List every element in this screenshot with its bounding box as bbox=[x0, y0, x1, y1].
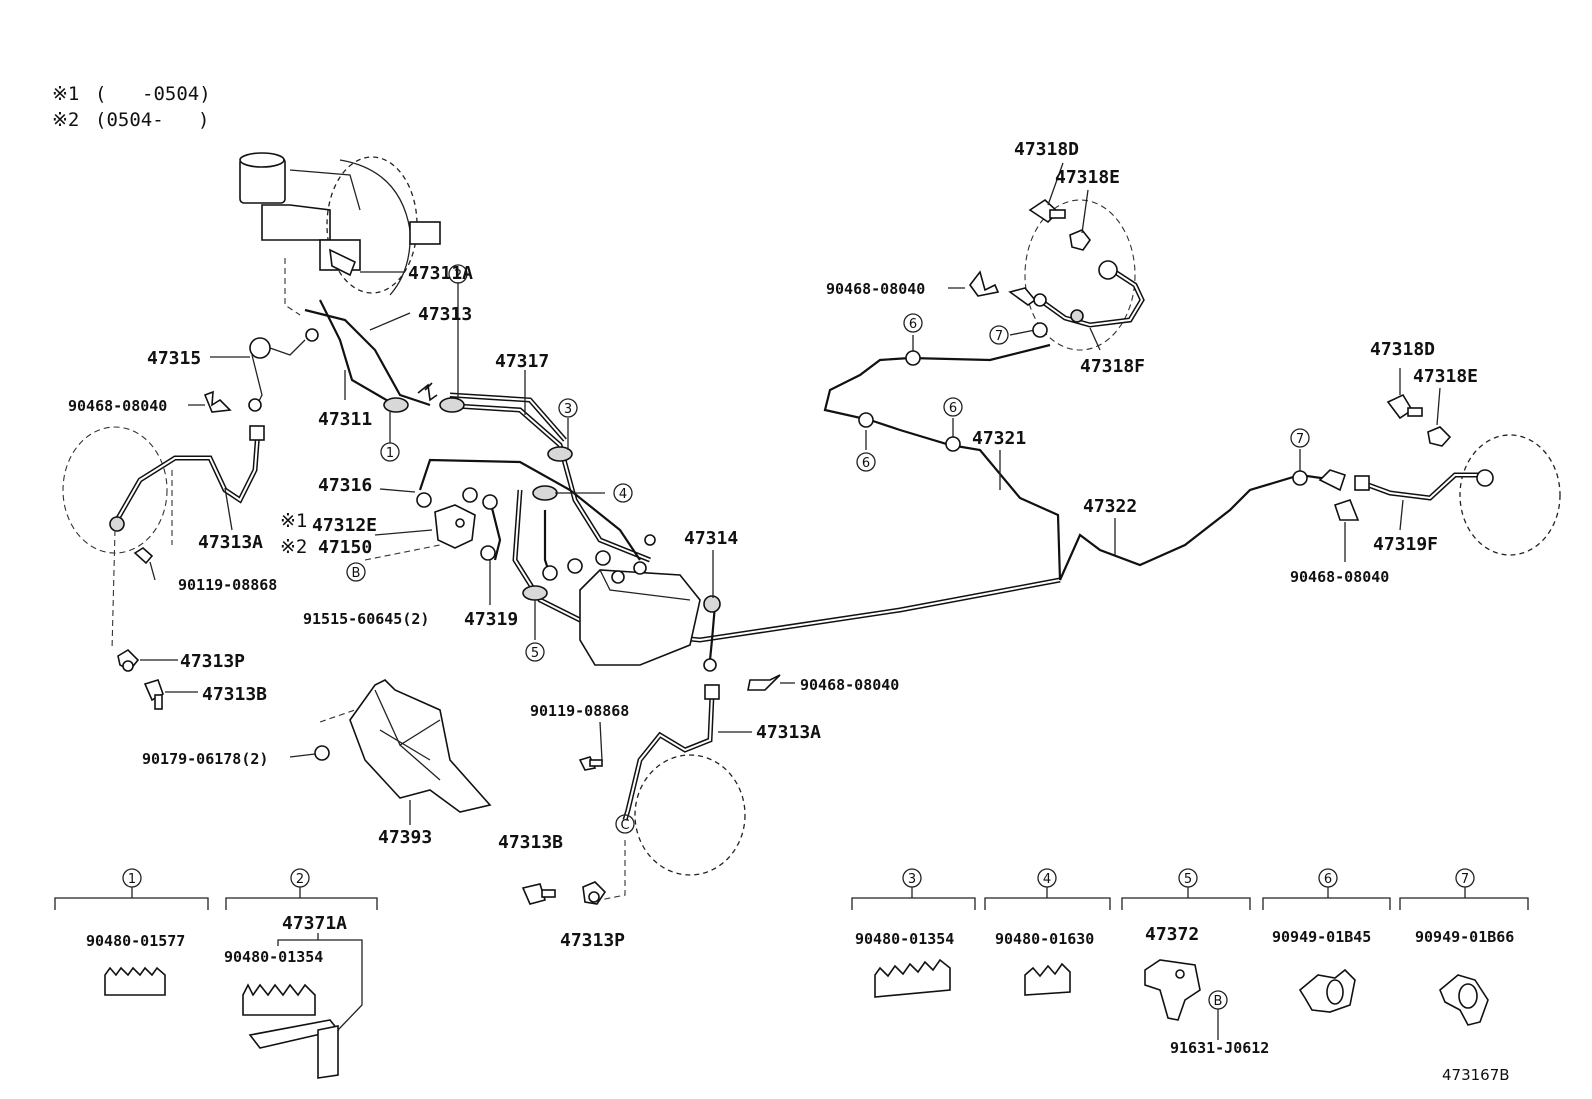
legend-ref-4: 4 bbox=[1043, 872, 1051, 887]
legend-item-7: 7 90949-01B66 bbox=[1399, 868, 1529, 1026]
label-47319F: 47319F bbox=[1373, 534, 1438, 555]
rear-right-hose bbox=[1318, 393, 1561, 556]
legend-extra-part-5: 91631-J0612 bbox=[1170, 1039, 1269, 1057]
legend-part-3: 90480-01354 bbox=[855, 930, 954, 948]
circle-ref-c: C bbox=[620, 818, 629, 833]
label-90468-08040-upper: 90468-08040 bbox=[826, 280, 925, 298]
legend-part-2: 90480-01354 bbox=[224, 948, 323, 966]
legend-part-1: 90480-01577 bbox=[86, 932, 185, 950]
label-47311A: 47311A bbox=[408, 263, 473, 284]
label-47313B-front: 47313B bbox=[202, 684, 267, 705]
label-47150-mark: ※2 bbox=[280, 536, 307, 558]
legend-sub-5: 47372 bbox=[1145, 924, 1199, 945]
label-47313P-mid: 47313P bbox=[560, 930, 625, 951]
rear-upper-hose bbox=[969, 198, 1145, 351]
legend-part-6: 90949-01B45 bbox=[1272, 928, 1371, 946]
label-47313: 47313 bbox=[418, 304, 472, 325]
clamp-legend: 1 90480-01577 2 47371A 90480-01354 3 904… bbox=[54, 868, 1529, 1079]
label-47313P-front: 47313P bbox=[180, 651, 245, 672]
label-47321: 47321 bbox=[972, 428, 1026, 449]
legend-item-3: 3 90480-01354 bbox=[851, 868, 976, 998]
label-47318E-upper: 47318E bbox=[1055, 167, 1120, 188]
circle-ref-7a: 7 bbox=[995, 329, 1003, 344]
label-47316: 47316 bbox=[318, 475, 372, 496]
leader-lines bbox=[140, 162, 1441, 825]
label-47322: 47322 bbox=[1083, 496, 1137, 517]
legend-item-2: 2 47371A 90480-01354 bbox=[224, 868, 378, 1079]
label-47150: 47150 bbox=[318, 537, 372, 558]
label-47312E-mark: ※1 bbox=[280, 510, 307, 532]
label-47312E: 47312E bbox=[312, 515, 377, 536]
note-1-open: ( bbox=[95, 83, 106, 105]
label-47318D-rear: 47318D bbox=[1370, 339, 1435, 360]
label-90119-08868-front: 90119-08868 bbox=[178, 576, 277, 594]
label-47317: 47317 bbox=[495, 351, 549, 372]
circle-ref-1: 1 bbox=[386, 446, 394, 461]
circle-ref-b-1: B bbox=[352, 566, 361, 581]
label-90468-08040-front: 90468-08040 bbox=[68, 397, 167, 415]
legend-ref-6: 6 bbox=[1324, 872, 1332, 887]
circle-ref-6b: 6 bbox=[862, 456, 870, 471]
label-47318D-upper: 47318D bbox=[1014, 139, 1079, 160]
part-labels: 47311A 47313 47315 90468-08040 47311 473… bbox=[68, 139, 1478, 951]
legend-sub-2: 47371A bbox=[282, 913, 347, 934]
brake-tubes-rear bbox=[823, 343, 1336, 581]
label-47393: 47393 bbox=[378, 827, 432, 848]
legend-ref-7: 7 bbox=[1461, 872, 1469, 887]
label-47313B-mid: 47313B bbox=[498, 832, 563, 853]
brake-tubes-front bbox=[304, 299, 1061, 661]
note-1-mark: ※1 bbox=[52, 83, 79, 105]
tube-clips-front bbox=[383, 382, 573, 601]
abs-actuator bbox=[542, 534, 721, 666]
label-91515-60645: 91515-60645(2) bbox=[303, 610, 429, 628]
heat-shield bbox=[314, 679, 492, 813]
legend-item-5: 5 47372 91631-J0612 bbox=[1121, 868, 1269, 1057]
legend-ref-5: 5 bbox=[1184, 872, 1192, 887]
front-right-hose bbox=[521, 658, 781, 905]
circle-ref-4: 4 bbox=[619, 487, 627, 502]
front-left-hose bbox=[62, 328, 319, 710]
note-2-mark: ※2 bbox=[52, 109, 79, 131]
label-90119-08868-mid: 90119-08868 bbox=[530, 702, 629, 720]
note-2-value: (0504- bbox=[95, 109, 164, 131]
label-47313A-front: 47313A bbox=[198, 532, 263, 553]
legend-item-1: 1 90480-01577 bbox=[54, 868, 209, 996]
label-90468-08040-rear: 90468-08040 bbox=[1290, 568, 1389, 586]
label-90468-08040-mid: 90468-08040 bbox=[800, 676, 899, 694]
legend-ref-1: 1 bbox=[128, 872, 136, 887]
label-47311: 47311 bbox=[318, 409, 372, 430]
label-47319: 47319 bbox=[464, 609, 518, 630]
circle-ref-3: 3 bbox=[564, 402, 572, 417]
legend-part-4: 90480-01630 bbox=[995, 930, 1094, 948]
legend-ref-3: 3 bbox=[908, 872, 916, 887]
master-cylinder-booster bbox=[239, 152, 441, 316]
three-way-joint bbox=[416, 487, 498, 561]
circle-ref-b-2: B bbox=[1214, 994, 1223, 1009]
circle-ref-6c: 6 bbox=[949, 401, 957, 416]
legend-part-7: 90949-01B66 bbox=[1415, 928, 1514, 946]
diagram-code: 473167B bbox=[1442, 1066, 1510, 1084]
note-2-close: ) bbox=[198, 109, 209, 131]
model-year-notes: ※1 ( -0504) ※2 (0504- ) bbox=[52, 83, 211, 131]
circle-ref-6a: 6 bbox=[909, 317, 917, 332]
note-1-value: -0504) bbox=[142, 83, 211, 105]
label-47318E-rear: 47318E bbox=[1413, 366, 1478, 387]
circle-ref-7b: 7 bbox=[1296, 432, 1304, 447]
label-90179-06178: 90179-06178(2) bbox=[142, 750, 268, 768]
legend-ref-2: 2 bbox=[296, 872, 304, 887]
label-47313A-mid: 47313A bbox=[756, 722, 821, 743]
label-47314: 47314 bbox=[684, 528, 738, 549]
legend-item-4: 4 90480-01630 bbox=[984, 868, 1111, 996]
label-47315: 47315 bbox=[147, 348, 201, 369]
circle-refs: 1 2 3 4 5 6 6 6 7 7 B B C bbox=[346, 264, 1310, 1010]
circle-ref-2: 2 bbox=[454, 268, 462, 283]
tube-clamp-dots bbox=[858, 322, 1308, 486]
legend-item-6: 6 90949-01B45 bbox=[1262, 868, 1391, 1013]
circle-ref-5: 5 bbox=[531, 646, 539, 661]
label-47318F: 47318F bbox=[1080, 356, 1145, 377]
